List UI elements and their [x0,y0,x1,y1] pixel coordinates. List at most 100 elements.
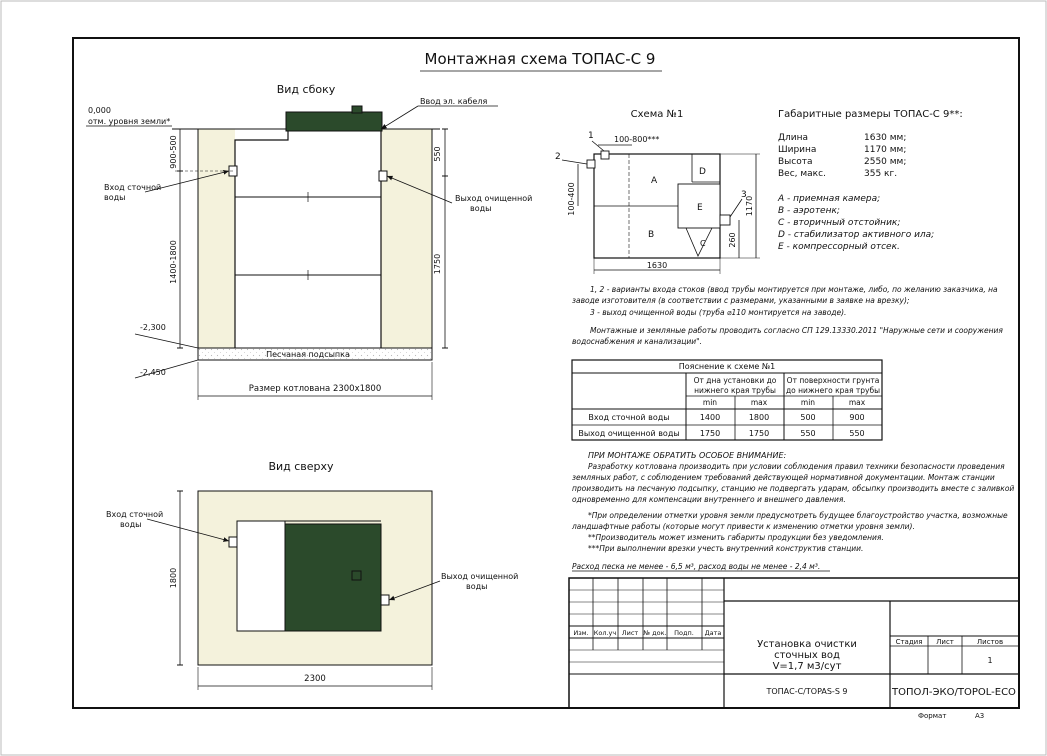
table-row-1-v0: 1750 [700,429,720,438]
stage-label: Стадия [896,638,923,646]
top-view: Вид сверху Вход сточной воды Выход очище… [106,460,518,690]
attention-block: ПРИ МОНТАЖЕ ОБРАТИТЬ ОСОБОЕ ВНИМАНИЕ: Ра… [571,451,1014,572]
cable-input-label: Ввод эл. кабеля [420,97,487,106]
note-1-line-3: 3 - выход очищенной воды (труба ⌀110 мон… [590,308,846,317]
attention-p1-line-1: Разработку котлована производить при усл… [588,462,1005,471]
lid-cap [351,105,363,114]
scheme-dim-top: 100-800*** [614,135,659,144]
col-label-5: Дата [705,629,722,637]
side-pit [235,129,381,348]
footnote-1-line-1: *При определении отметки уровня земли пр… [588,511,1008,520]
format-label: Формат [918,712,946,720]
scheme-pipe-3 [719,214,731,226]
explanation-table: Пояснение к схеме №1 От дна установки до… [571,359,883,441]
table-min-b: min [801,398,815,407]
table-group-b-2: до нижнего края трубы [786,386,880,395]
scheme-dim-right: 1170 [745,196,754,216]
zone-a1: A [651,176,658,186]
footnote-3: ***При выполнении врезки учесть внутренн… [588,544,863,553]
marker-2: 2 [555,152,561,162]
side-view: Вид сбоку 0,000 отм. уровня земли* Ввод … [86,83,532,400]
col-label-4: Подп. [674,629,694,637]
dim-row-0-value: 1630 мм; [864,133,906,143]
top-hatch-open [236,520,286,632]
product-code: ТОПАС-С/TOPAS-S 9 [765,687,847,696]
outlet-pipe [378,170,388,182]
attention-p1-line-3: производить на песчаную подсыпку, станци… [572,484,1014,493]
side-outlet-label-2: воды [470,204,491,213]
top-outlet-pipe [380,594,390,606]
compressor-box [677,183,721,229]
top-lid [284,523,382,632]
top-inlet-label-2: воды [120,520,141,529]
side-outlet-label-1: Выход очищенной [455,194,532,203]
scheme-dim-left: 100-400 [567,182,576,215]
marker-3: 3 [741,190,747,200]
level-bottom: -2,300 [140,323,166,332]
dim-row-0-label: Длина [778,133,808,143]
zone-c: C [700,239,706,248]
note-2-line-1: Монтажные и земляные работы проводить со… [590,326,1003,335]
dim-left-top: 900-500 [169,135,178,168]
dimensions-block: Габаритные размеры ТОПАС-С 9**: Длина 16… [777,109,963,252]
legend-0: А - приемная камера; [777,194,880,204]
table-row-0-v2: 500 [800,413,815,422]
table-group-b-1: От поверхности грунта [787,376,880,385]
side-view-title: Вид сбоку [277,83,336,96]
product-name-line-2: сточных вод [774,650,840,661]
note-1-line-1: 1, 2 - варианты входа стоков (ввод трубы… [590,285,998,294]
zone-b: B [648,230,654,240]
sand-bed [197,347,433,361]
scheme-pipe-2 [586,159,596,169]
dim-row-2-label: Высота [778,157,813,167]
table-group-a-1: От дна установки до [694,376,777,385]
scheme-title: Схема №1 [631,109,684,120]
dim-row-1-value: 1170 мм; [864,145,906,155]
top-vent [351,570,362,581]
drawing-title: Монтажная схема ТОПАС-С 9 [425,50,656,68]
attention-heading: ПРИ МОНТАЖЕ ОБРАТИТЬ ОСОБОЕ ВНИМАНИЕ: [588,451,787,460]
sheet-label: Лист [936,638,954,646]
table-max-b: max [849,398,866,407]
note-2-line-2: водоснабжения и канализации". [572,337,702,346]
product-name-line-3: V=1,7 м3/сут [773,661,842,672]
legend-2: С - вторичный отстойник; [778,218,900,228]
legend-1: В - аэротенк; [778,206,840,216]
consumption-note: Расход песка не менее - 6,5 м³, расход в… [572,562,820,571]
product-name-line-1: Установка очистки [757,639,857,650]
table-group-a-2: нижнего края трубы [694,386,776,395]
ground-level-label: отм. уровня земли* [88,117,170,126]
note-1-line-2: заводе изготовителя (в соответствии с ра… [572,296,909,305]
side-inlet-label-1: Вход сточной [104,183,161,192]
table-row-0-v0: 1400 [700,413,720,422]
legend-3: D - стабилизатор активного ила; [778,230,934,240]
dim-right-main: 1750 [433,254,442,274]
notes-block: 1, 2 - варианты входа стоков (ввод трубы… [572,285,1003,346]
col-label-3: № док. [642,629,666,637]
table-row-1-v2: 550 [800,429,815,438]
table-min-a: min [703,398,717,407]
side-inlet-label-2: воды [104,193,125,202]
scheme-pipe-1 [600,150,610,160]
dim-row-2-value: 2550 мм; [864,157,906,167]
table-row-1-v1: 1750 [749,429,769,438]
ground-level-value: 0,000 [88,106,111,115]
top-dim-width: 2300 [304,674,326,684]
pit-size: Размер котлована 2300x1800 [249,384,382,394]
drawing-frame [72,37,1020,709]
dim-left-main: 1400-1800 [169,240,178,284]
zone-e: E [697,203,703,213]
top-outlet-label-1: Выход очищенной [441,572,518,581]
col-label-1: Кол.уч [594,629,617,637]
table-max-a: max [751,398,768,407]
table-row-0-label: Вход сточной воды [588,413,669,422]
dim-row-1-label: Ширина [778,145,816,155]
footnote-1-line-2: ландшафтные работы (которые могут привес… [571,522,915,531]
sheets-value: 1 [987,656,992,665]
scheme-dim-outlet: 260 [728,232,737,247]
dim-row-3-label: Вес, макс. [778,169,826,179]
station-lid [285,111,383,132]
top-dim-height: 1800 [169,568,178,588]
